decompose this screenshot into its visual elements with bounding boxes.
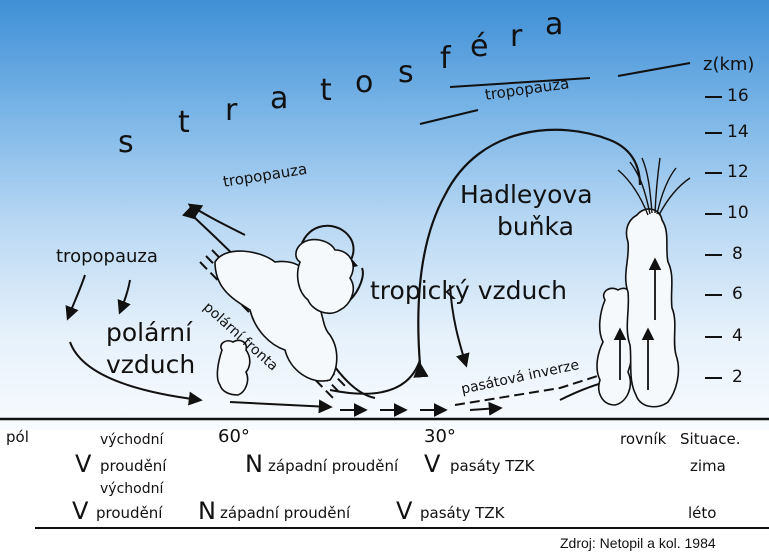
stratosphere-letter: s (118, 128, 134, 158)
stratosphere-letter: t (320, 76, 332, 106)
winter-west-N: N (245, 452, 263, 476)
winter-season: zima (690, 459, 726, 474)
winter-east-V: V (75, 452, 91, 476)
tropopause-label-left: tropopauza (56, 248, 158, 266)
stratosphere-letter: o (355, 68, 373, 98)
tropopause-line-mid (420, 110, 478, 124)
winter-west-flow: západní proudění (268, 459, 398, 474)
stratosphere-letter: r (510, 22, 522, 52)
polar-surface-flow-2 (230, 402, 330, 407)
z-axis-tick-label: 10 (727, 205, 749, 222)
summer-west-flow: západní proudění (220, 506, 350, 521)
polar-air-label-2: vzduch (106, 352, 195, 377)
stratosphere-letter: a (545, 10, 563, 40)
z-axis-tick-label: 8 (732, 246, 743, 263)
stratosphere-letter: f (440, 44, 451, 74)
summer-west-N: N (198, 499, 216, 523)
source-caption: Zdroj: Netopil a kol. 1984 (560, 536, 716, 550)
hadley-cell-label-2: buňka (497, 214, 574, 239)
pole-label: pól (6, 430, 29, 445)
hadley-cell-label: Hadleyova (460, 182, 593, 207)
winter-east-label-small: východní (100, 433, 163, 447)
cloud-anvil-lines (618, 158, 690, 215)
winter-trade-label: pasáty TZK (450, 459, 535, 474)
polar-air-label: polární (106, 320, 192, 345)
polar-descend-arrow-2 (120, 280, 130, 312)
tropopause-line-upper-right (618, 63, 690, 76)
summer-east-flow: proudění (96, 506, 162, 521)
polar-descend-arrow-1 (68, 275, 85, 318)
stratosphere-letter: r (225, 96, 237, 126)
stratosphere-letter: t (178, 108, 190, 138)
z-axis-tick-label: 14 (727, 124, 749, 141)
summer-trade-V: V (396, 499, 412, 523)
stratosphere-letter: s (398, 58, 414, 88)
equator-label: rovník (620, 432, 666, 447)
z-axis-tick-label: 16 (727, 88, 749, 105)
z-axis-tick-label: 4 (732, 328, 743, 345)
lat60-label: 60° (218, 428, 250, 446)
winter-trade-V: V (424, 452, 440, 476)
summer-east-label-small: východní (100, 482, 163, 496)
z-axis-unit-label: z(km) (703, 56, 754, 74)
z-axis-tick-label: 6 (732, 286, 743, 303)
stratosphere-letter: é (470, 32, 488, 62)
summer-season: léto (688, 506, 716, 521)
tropical-air-label: tropický vzduch (370, 278, 567, 303)
lat30-label: 30° (424, 428, 456, 446)
z-axis-tick-marks (705, 97, 722, 378)
stratosphere-letter: a (270, 84, 288, 114)
winter-east-flow: proudění (100, 459, 166, 474)
z-axis-tick-label: 12 (727, 164, 749, 181)
situation-label: Situace. (680, 432, 741, 447)
summer-east-V: V (72, 499, 88, 523)
summer-trade-label: pasáty TZK (420, 506, 505, 521)
z-axis-tick-label: 2 (732, 369, 743, 386)
cloud-equatorial-tower (626, 209, 679, 407)
